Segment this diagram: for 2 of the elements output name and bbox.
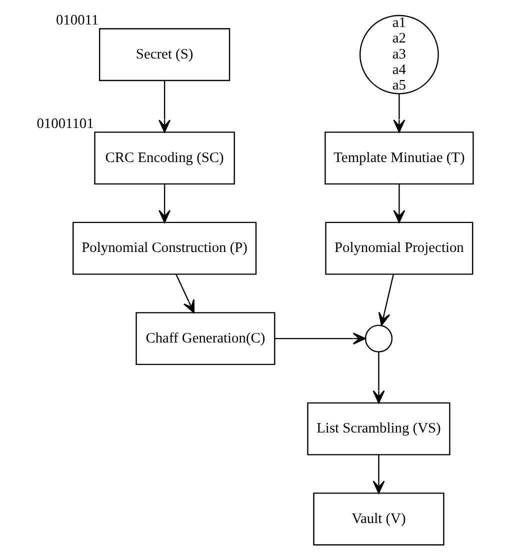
node-label: 010011 xyxy=(55,12,98,29)
node-label: 01001101 xyxy=(36,116,94,132)
